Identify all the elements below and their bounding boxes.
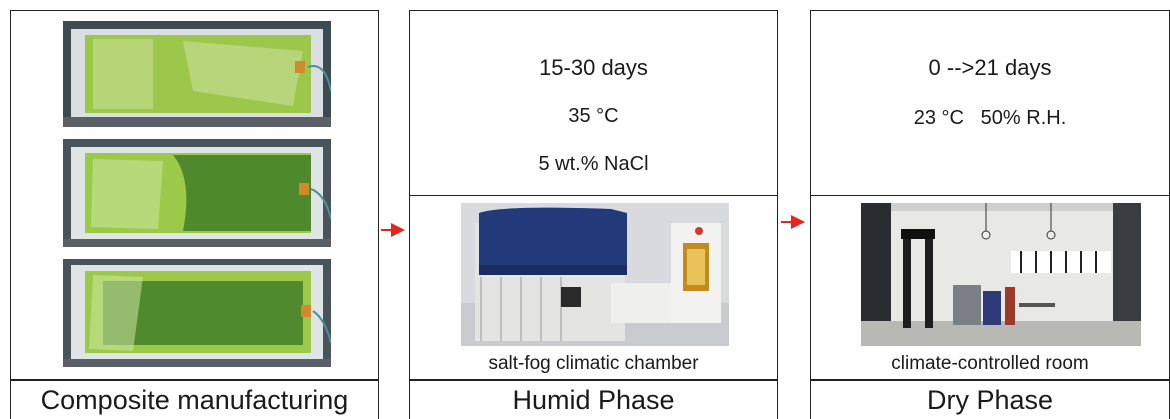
dry-temperature-humidity: 23 °C 50% R.H. — [913, 107, 1067, 129]
humid-divider — [410, 195, 777, 196]
climate-room-label: climate-controlled room — [891, 353, 1089, 374]
dry-divider — [811, 195, 1169, 196]
laminate-photo-3 — [63, 259, 331, 367]
dry-duration: 0 -->21 days — [928, 55, 1052, 80]
arrow-right-icon — [781, 215, 805, 229]
laminate-photo-2 — [63, 139, 331, 247]
dry-caption: Dry Phase — [810, 380, 1170, 419]
humid-salt-concentration: 5 wt.% NaCl — [538, 153, 649, 175]
manufacturing-panel — [10, 10, 379, 380]
dry-panel: 0 -->21 days 23 °C 50% R.H. climate-cont… — [810, 10, 1170, 380]
humid-temperature: 35 °C — [568, 105, 619, 127]
humid-panel: 15-30 days 35 °C 5 wt.% NaCl salt-fog cl… — [409, 10, 778, 380]
salt-fog-chamber-label: salt-fog climatic chamber — [488, 353, 699, 374]
salt-fog-chamber-photo — [461, 203, 729, 346]
arrow-right-icon — [381, 223, 405, 237]
humid-duration: 15-30 days — [539, 55, 648, 80]
humid-caption: Humid Phase — [409, 380, 778, 419]
climate-room-photo — [861, 203, 1141, 346]
laminate-photo-1 — [63, 21, 331, 127]
manufacturing-caption: Composite manufacturing — [10, 380, 379, 419]
